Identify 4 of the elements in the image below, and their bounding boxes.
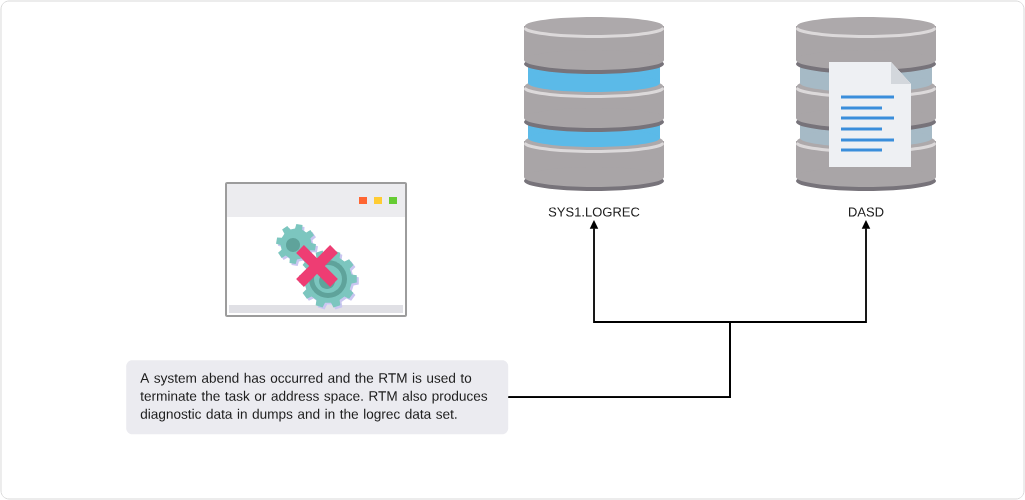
database-label: DASD [849,207,884,217]
note-box: A system abend has occurred and the RTM is used to terminate the task or address space. RTM also produces diagnostic data in dumps and in the logrec data set. [126,360,509,435]
window-illustration [225,182,407,317]
database-label: SYS1.LOGREC [548,207,640,217]
